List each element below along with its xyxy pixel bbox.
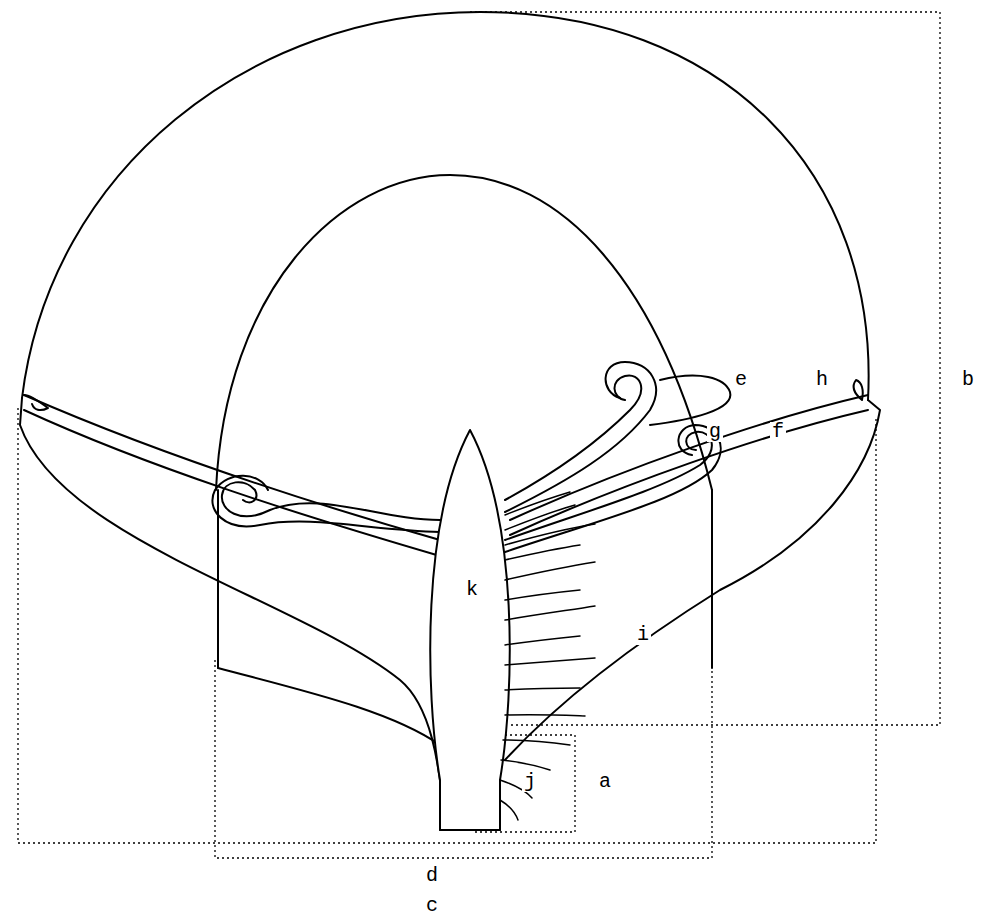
part-letter: c: [424, 896, 440, 916]
inner-bell-base: [218, 668, 440, 745]
part-letter: j: [522, 772, 538, 792]
part-letter: h: [814, 370, 830, 390]
outer-bell: [22, 12, 869, 400]
band-lower: [24, 410, 440, 556]
band-upper: [24, 395, 440, 540]
tentacle-upper: [505, 375, 641, 500]
inner-bell-right-wall: [711, 490, 713, 668]
tentacle-left: [222, 482, 440, 520]
band-lower-right: [510, 410, 868, 535]
part-letter: a: [597, 772, 613, 792]
tentacle-left-outer: [212, 476, 440, 532]
part-letter: g: [707, 422, 723, 442]
part-letter: b: [960, 370, 976, 390]
bracket-a: [472, 735, 575, 832]
part-letter: d: [424, 866, 440, 886]
tentacle-loop: [650, 376, 730, 425]
outer-bell-right-side: [505, 400, 880, 760]
rim-hook-right: [854, 380, 863, 400]
part-letter: i: [635, 625, 651, 645]
hairs: [500, 492, 595, 820]
part-letter: e: [733, 370, 749, 390]
stalk: [430, 430, 510, 830]
outer-bell-left-side: [20, 398, 445, 830]
tentacle-upper-outer: [505, 362, 656, 512]
part-letter: k: [464, 580, 480, 600]
rim-hook-left: [24, 395, 48, 410]
tentacle-right-outer: [505, 425, 721, 552]
bracket-b: [470, 12, 940, 725]
band-upper-right: [510, 395, 868, 520]
bracket-c: [18, 408, 876, 843]
bracket-d: [215, 660, 712, 858]
part-letter: f: [770, 422, 786, 442]
stalk-base: [440, 829, 500, 831]
